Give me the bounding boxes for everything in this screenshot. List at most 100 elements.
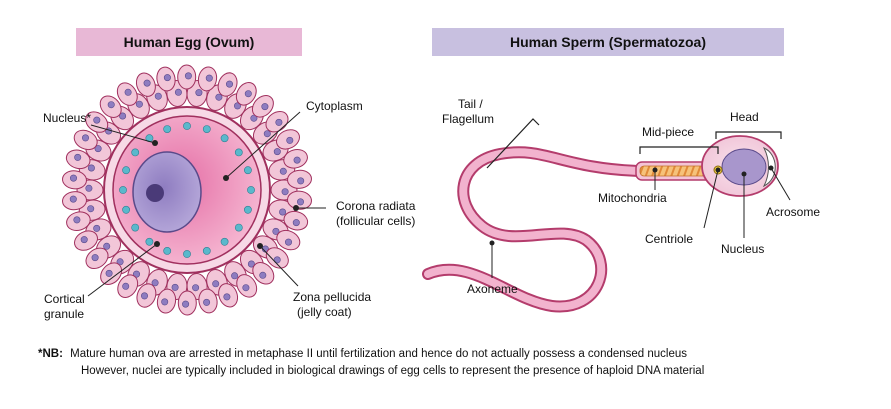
footnote-line-1: *NB: Mature human ova are arrested in me… (38, 348, 687, 360)
follicular-cell-nucleus (182, 300, 190, 308)
label-tail-1: Tail / (458, 97, 483, 111)
follicular-cell-nucleus (292, 219, 300, 227)
follicular-cell-nucleus (116, 258, 124, 266)
sperm-title: Human Sperm (Spermatozoa) (432, 28, 784, 56)
follicular-cell-nucleus (212, 280, 220, 288)
cortical-granule (145, 237, 154, 246)
label-cytoplasm: Cytoplasm (306, 99, 363, 113)
footnote-text-2: However, nuclei are typically included i… (81, 365, 705, 377)
label-cortical-1: Cortical (44, 292, 85, 306)
follicular-cell-nucleus (192, 284, 200, 292)
midpiece-bracket (639, 146, 719, 154)
cortical-granule (202, 246, 211, 255)
cortical-granule (243, 166, 252, 175)
sperm-illustration (422, 118, 791, 313)
label-cortical-2: granule (44, 307, 84, 321)
cortical-granule (183, 122, 191, 130)
follicular-cell-nucleus (163, 74, 171, 82)
label-corona-1: Corona radiata (336, 199, 416, 213)
follicular-cell-nucleus (80, 236, 88, 244)
footnote-text-1: Mature human ova are arrested in metapha… (70, 348, 688, 360)
follicular-cell-nucleus (223, 293, 231, 301)
cortical-granule (202, 125, 211, 134)
follicular-cell-nucleus (247, 260, 255, 268)
follicular-cell-nucleus (234, 102, 242, 110)
flagellum (424, 148, 642, 311)
follicular-cell-nucleus (103, 242, 111, 250)
follicular-cell-nucleus (161, 298, 169, 306)
follicular-cell-nucleus (297, 177, 305, 185)
follicular-cell-nucleus (293, 156, 301, 164)
footnote-line-2: However, nuclei are typically included i… (81, 365, 704, 377)
label-head: Head (730, 110, 759, 124)
follicular-cell-nucleus (82, 134, 90, 142)
label-zona-1: Zona pellucida (293, 290, 371, 304)
flagellum-outline (422, 146, 644, 313)
cortical-granule (220, 134, 229, 143)
cortical-granule (131, 223, 140, 232)
follicular-cell-nucleus (143, 79, 151, 87)
follicular-cell-nucleus (74, 153, 82, 161)
cortical-granule (183, 250, 191, 258)
follicular-cell-nucleus (244, 90, 252, 98)
follicular-cell-nucleus (122, 282, 130, 290)
follicular-cell-nucleus (105, 269, 113, 277)
follicular-cell-nucleus (279, 208, 287, 216)
cortical-granule (163, 246, 172, 255)
follicular-cell-nucleus (184, 72, 192, 80)
follicular-cell-nucleus (195, 89, 203, 97)
label-sperm-nucleus: Nucleus (721, 242, 764, 256)
follicular-cell-nucleus (69, 195, 77, 203)
cortical-granule (234, 148, 243, 157)
follicular-cell-nucleus (119, 112, 127, 120)
follicular-cell-nucleus (87, 205, 95, 213)
follicular-cell-nucleus (124, 88, 132, 96)
label-acrosome: Acrosome (766, 205, 820, 219)
follicular-cell-nucleus (94, 145, 102, 153)
egg-nucleus (132, 151, 202, 233)
egg-title: Human Egg (Ovum) (76, 28, 302, 56)
follicular-cell-nucleus (70, 174, 78, 182)
follicular-cell-nucleus (73, 216, 81, 224)
follicular-cell-nucleus (273, 256, 281, 264)
follicular-cell-nucleus (215, 93, 223, 101)
cortical-granule (247, 186, 255, 194)
follicular-cell-nucleus (272, 227, 280, 235)
follicular-cell-nucleus (151, 279, 159, 287)
head-bracket (715, 131, 782, 139)
follicular-cell-nucleus (259, 271, 267, 279)
label-axoneme: Axoneme (467, 282, 518, 296)
follicular-cell-nucleus (250, 114, 258, 122)
cortical-granule (122, 205, 130, 214)
egg-illustration (62, 64, 326, 316)
follicular-cell-nucleus (263, 130, 271, 138)
label-mitochondria: Mitochondria (598, 191, 667, 205)
follicular-cell-nucleus (281, 188, 289, 196)
follicular-cell-nucleus (296, 198, 304, 206)
follicular-cell-nucleus (226, 80, 234, 88)
egg-nucleolus (146, 184, 164, 202)
follicular-cell-nucleus (261, 103, 269, 111)
cortical-granule (220, 237, 229, 246)
follicular-cell-nucleus (171, 283, 179, 291)
cortical-granule (243, 205, 252, 214)
cortical-granule (163, 125, 172, 134)
label-tail-2: Flagellum (442, 112, 494, 126)
follicular-cell-nucleus (91, 254, 99, 262)
footnote-marker: *NB: (38, 348, 63, 360)
follicular-cell-nucleus (242, 284, 250, 292)
tail-bracket (486, 118, 540, 169)
follicular-cell-nucleus (275, 118, 283, 126)
follicular-cell-nucleus (141, 292, 149, 300)
label-egg-nucleus: Nucleus* (43, 111, 91, 125)
follicular-cell-nucleus (93, 224, 101, 232)
follicular-cell-nucleus (279, 167, 287, 175)
follicular-cell-nucleus (107, 101, 115, 109)
follicular-cell-nucleus (135, 100, 143, 108)
label-midpiece: Mid-piece (642, 125, 694, 139)
follicular-cell-nucleus (87, 164, 95, 172)
corona-radiata-cells (62, 64, 312, 316)
follicular-cell-nucleus (85, 184, 93, 192)
